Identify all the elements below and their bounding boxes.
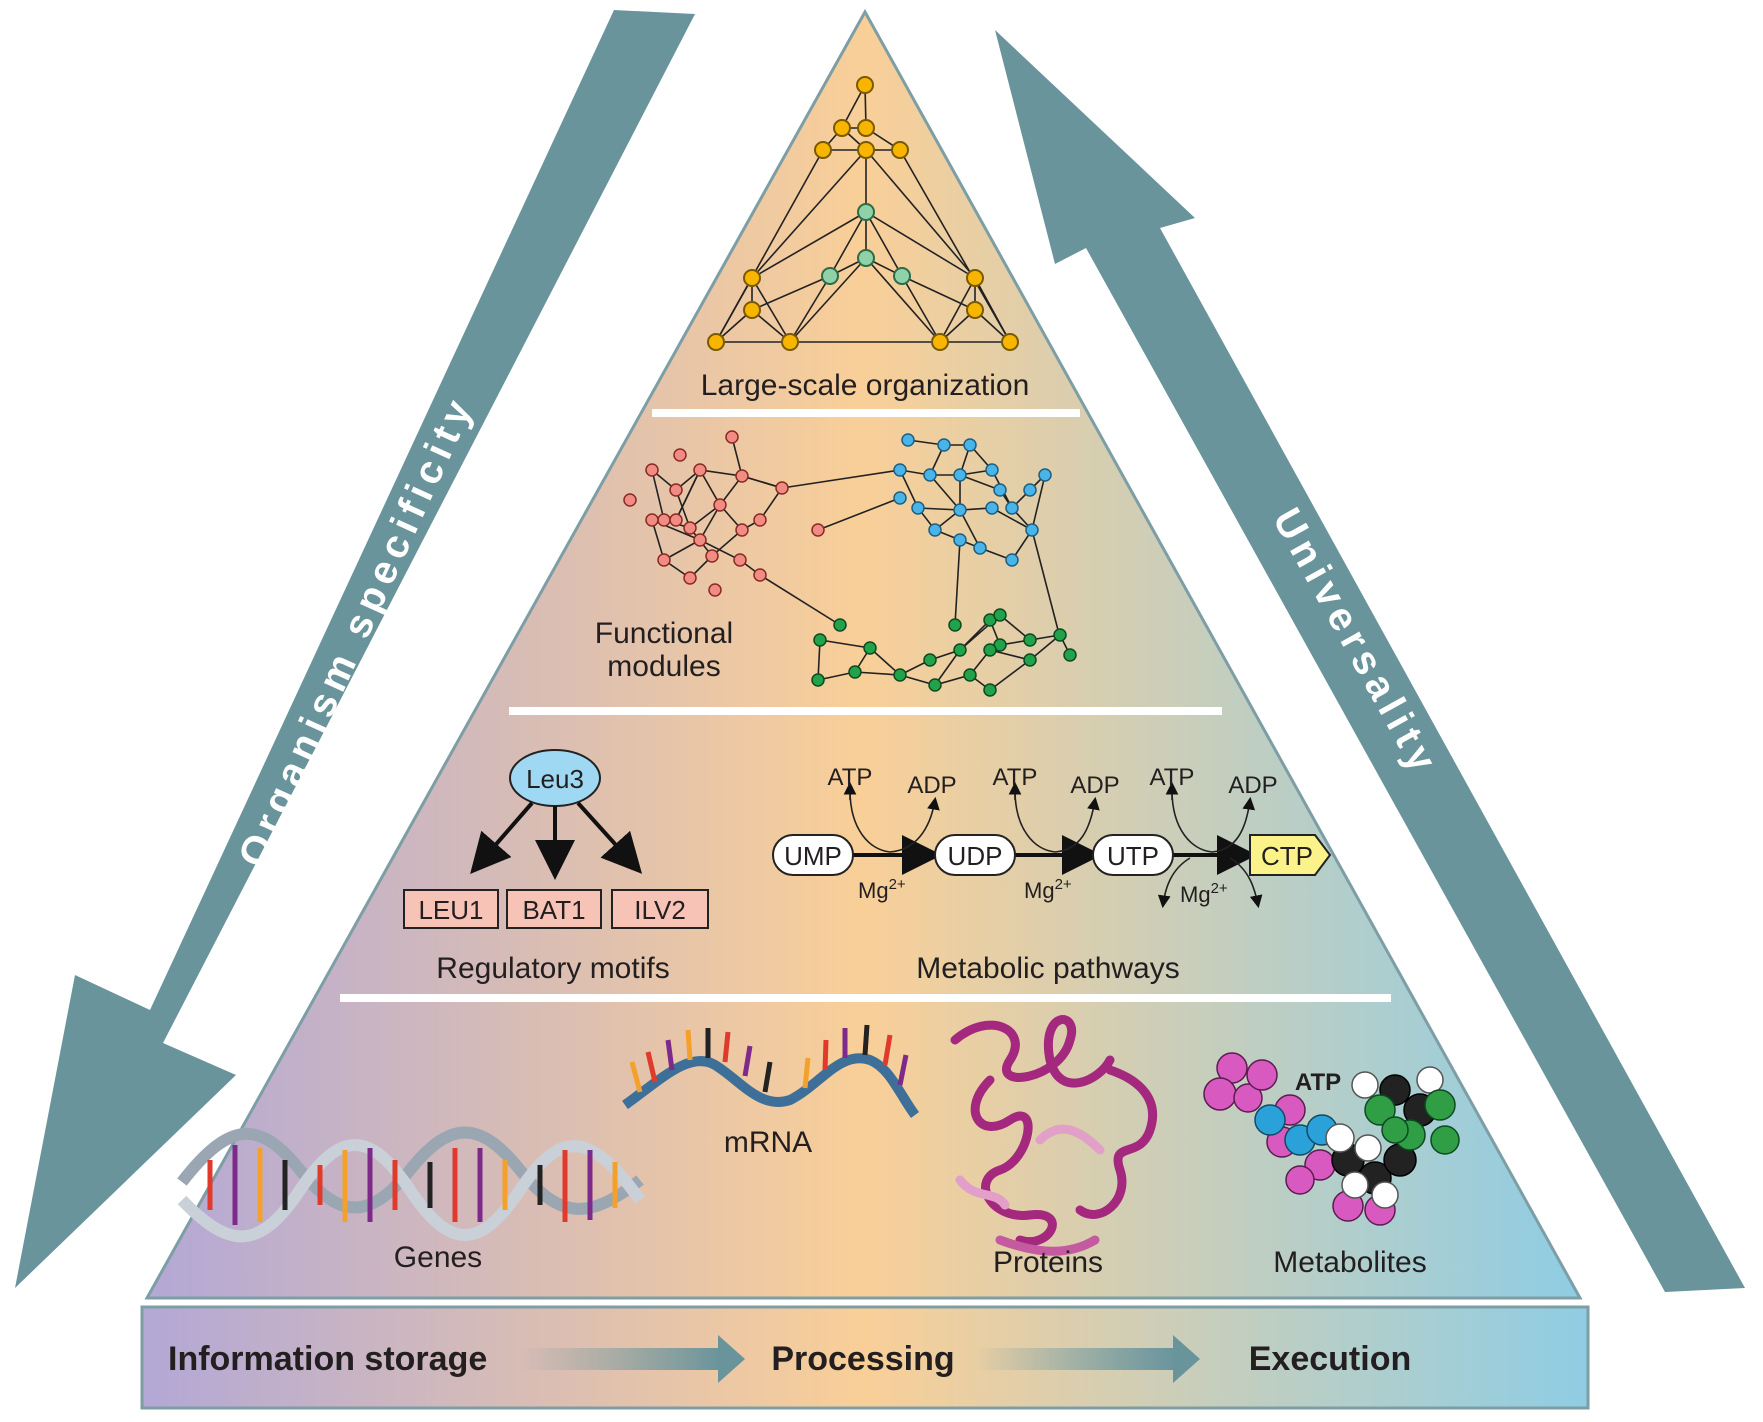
- information-storage-label: Information storage: [168, 1340, 487, 1378]
- large-scale-organization-label: Large-scale organization: [701, 369, 1030, 402]
- atp-molecule-tag: ATP: [1295, 1069, 1341, 1096]
- functional-modules-label-line2: modules: [607, 650, 720, 683]
- functional-modules-network: [623, 430, 1077, 697]
- universality-arrow: [995, 30, 1745, 1292]
- atp-molecule-illustration: [1203, 1052, 1460, 1226]
- universality-label: Universality: [1264, 501, 1447, 784]
- dna-helix-illustration: [177, 1126, 645, 1243]
- atp-label: ATP: [993, 764, 1038, 791]
- ctp-label: CTP: [1261, 841, 1313, 871]
- flow-arrow: [975, 1335, 1200, 1383]
- hierarchical-network: [707, 76, 1019, 351]
- flow-arrow: [520, 1335, 745, 1383]
- mg-cofactor-label: Mg2+: [1024, 876, 1072, 903]
- metabolites-label: Metabolites: [1273, 1246, 1426, 1279]
- ump-node: [772, 834, 854, 876]
- regulatory-motif: Leu3 LEU1 BAT1 ILV2: [403, 749, 709, 929]
- metabolic-pathway: UMP UDP UTP CTP ATP ADP ATP ADP ATP ADP …: [772, 764, 1332, 909]
- mrna-label: mRNA: [724, 1126, 812, 1159]
- protein-ribbon-illustration: [950, 1015, 1158, 1256]
- metabolic-pathways-label: Metabolic pathways: [916, 952, 1179, 985]
- mrna-strand-illustration: [622, 1024, 920, 1118]
- udp-node: [934, 834, 1016, 876]
- atp-label: ATP: [828, 764, 873, 791]
- atp-label: ATP: [1150, 764, 1195, 791]
- flow-bar: [140, 1305, 1590, 1410]
- ilv2-label: ILV2: [634, 895, 686, 925]
- leu1-label: LEU1: [418, 895, 483, 925]
- execution-label: Execution: [1249, 1340, 1411, 1378]
- leu1-gene: [403, 889, 499, 929]
- organism-specificity-arrow: [15, 10, 695, 1288]
- udp-label: UDP: [948, 841, 1003, 871]
- functional-modules-label-line1: Functional: [595, 617, 733, 650]
- adp-label: ADP: [1228, 772, 1277, 799]
- leu3-label: Leu3: [526, 764, 584, 794]
- pyramid: [144, 8, 1583, 1300]
- bat1-label: BAT1: [522, 895, 585, 925]
- proteins-label: Proteins: [993, 1246, 1103, 1279]
- ctp-node: [1249, 834, 1332, 876]
- utp-node: [1092, 834, 1174, 876]
- genes-label: Genes: [394, 1241, 482, 1274]
- bat1-gene: [506, 889, 602, 929]
- ilv2-gene: [611, 889, 709, 929]
- utp-label: UTP: [1107, 841, 1159, 871]
- adp-label: ADP: [907, 772, 956, 799]
- mg-cofactor-label: Mg2+: [1180, 880, 1228, 907]
- adp-label: ADP: [1070, 772, 1119, 799]
- regulatory-motifs-label: Regulatory motifs: [436, 952, 669, 985]
- ump-label: UMP: [784, 841, 842, 871]
- processing-label: Processing: [771, 1340, 954, 1378]
- mg-cofactor-label: Mg2+: [858, 876, 906, 903]
